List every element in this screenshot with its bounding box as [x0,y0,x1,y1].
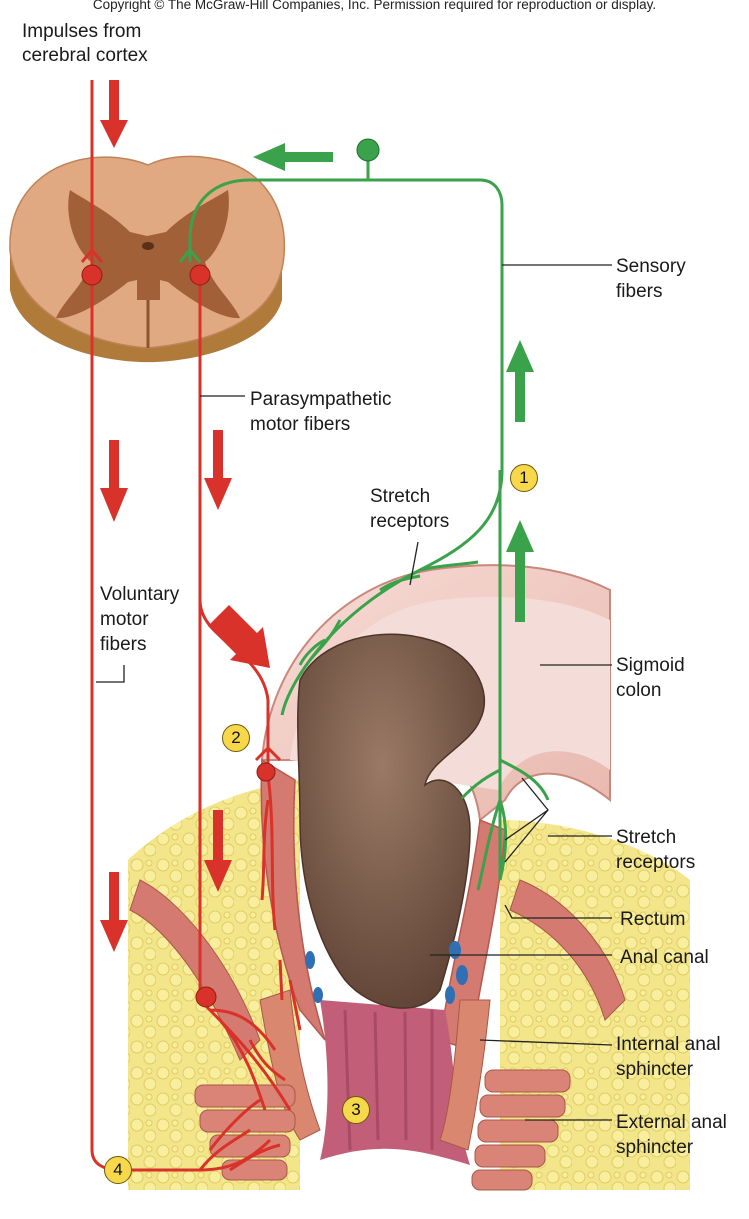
label-anal-canal: Anal canal [620,947,709,968]
label-voluntary-motor-fibers: Voluntary motor fibers [100,584,180,655]
signal-arrows [100,80,534,952]
label-stretch-receptors-right: Stretch receptors [616,827,696,873]
external-sphincter-left [194,1084,296,1181]
sensory-ganglion [356,138,380,162]
parasympathetic-motor-neuron [189,264,211,286]
label-impulses-from-cerebral-cortex: Impulses from cerebral cortex [22,21,148,66]
step-badge-3: 3 [342,1096,370,1124]
step-badge-4: 4 [104,1156,132,1184]
hemorrhoidal-vessels [305,941,468,1004]
central-canal [142,242,154,250]
label-leader-lines [96,264,613,1121]
motor-neurons [81,264,276,1008]
levator-right [509,879,626,1021]
copyright-notice: Copyright © The McGraw-Hill Companies, I… [92,0,657,12]
label-internal-anal-sphincter: Internal anal sphincter [616,1034,721,1080]
label-stretch-receptors-top: Stretch receptors [370,486,450,532]
label-sigmoid-colon: Sigmoid colon [616,655,685,701]
internal-sphincter-right [439,999,491,1151]
red-arrows [100,80,270,952]
spinal-cord-gray-matter [56,190,240,319]
label-parasympathetic-motor-fibers: Parasympathetic motor fibers [250,389,392,435]
sphincter-neuron [195,986,217,1008]
green-arrows [253,143,534,622]
feces-mass [297,633,486,1009]
voluntary-motor-neuron [81,264,103,286]
step-badge-2: 2 [222,724,250,752]
spinal-cord-section [9,155,286,363]
step-badge-1: 1 [510,464,538,492]
ganglion-neuron [256,762,276,782]
levator-left [129,879,261,1061]
label-rectum: Rectum [620,909,686,930]
external-sphincter-right [471,1069,571,1191]
label-external-anal-sphincter: External anal sphincter [616,1112,727,1158]
label-sensory-fibers: Sensory fibers [616,256,686,302]
sensory-pathway [178,160,550,891]
sphincter-muscles [129,879,626,1191]
internal-sphincter-left [259,989,321,1141]
